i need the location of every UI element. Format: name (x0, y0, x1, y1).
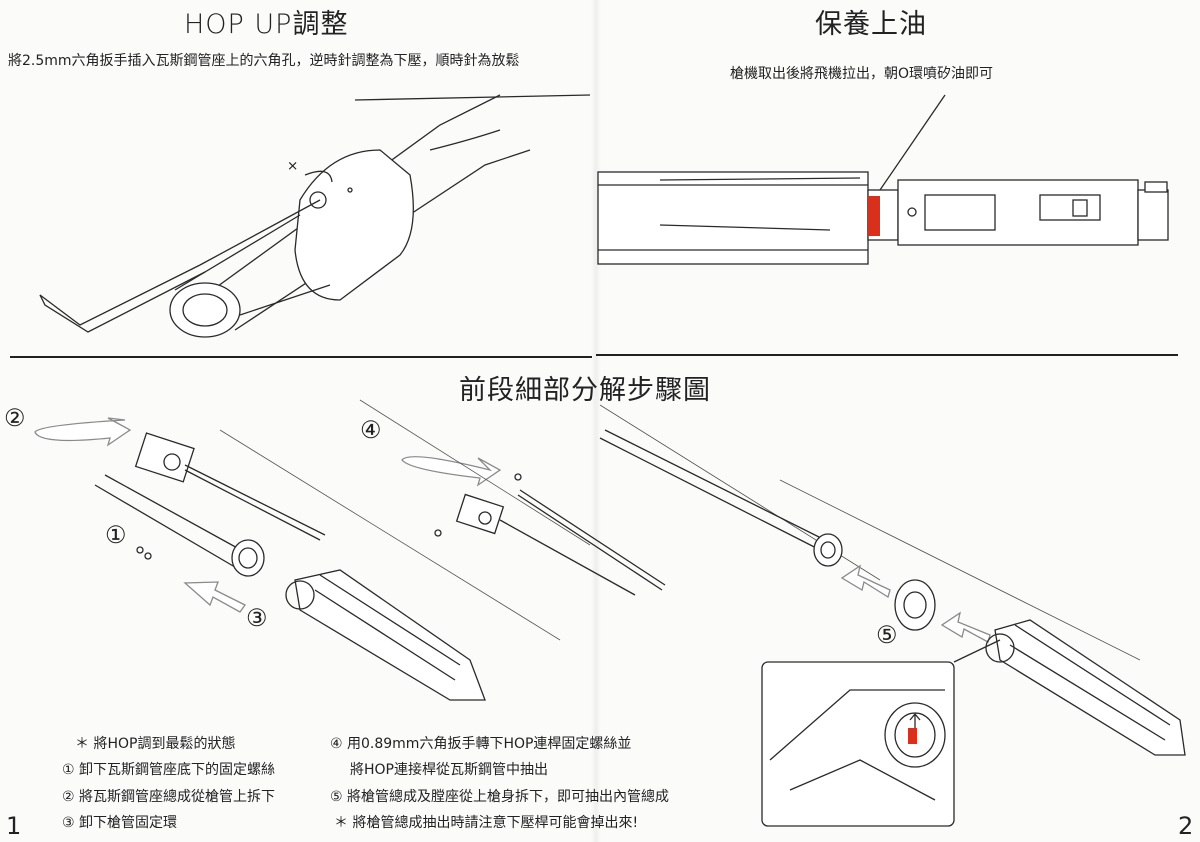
page-number-right: 2 (1178, 812, 1194, 840)
detail-inset (761, 639, 1001, 827)
step-marker-4: ④ (360, 416, 382, 444)
maintenance-title: 保養上油 (815, 9, 927, 40)
section-divider-right (596, 354, 1178, 356)
step-4-text: ④ 用0.89mm六角扳手轉下HOP連桿固定螺絲並 (330, 736, 632, 752)
step-3-text: ③ 卸下槍管固定環 (62, 815, 178, 831)
disassembly-title: 前段細部分解步驟圖 (459, 375, 711, 406)
o-ring-highlight (868, 196, 880, 236)
step-marker-2: ② (4, 404, 26, 432)
hex-wrench (39, 199, 321, 333)
step-note-loosen: ＊ 將HOP調到最鬆的狀態 (75, 736, 236, 752)
step2-gasblock-illustration (34, 417, 326, 541)
upper-receiver-left-illustration (285, 569, 486, 701)
outer-barrel-illustration (94, 474, 265, 613)
bolt-carrier-illustration (597, 94, 1169, 265)
section-divider-left (10, 356, 592, 358)
step-marker-1: ① (105, 521, 127, 549)
hop-title: HOP UP調整 (184, 9, 349, 40)
page-number-left: 1 (6, 812, 22, 840)
page-fold-shadow (591, 0, 601, 842)
step5-barrel-illustration (599, 429, 991, 643)
step-5-text: ⑤ 將槍管總成及膛座從上槍身拆下，即可抽出內管總成 (330, 789, 669, 805)
hop-x-mark: × (287, 158, 299, 174)
step-warning-text: ＊ 將槍管總成抽出時請注意下壓桿可能會掉出來! (334, 815, 639, 831)
step-marker-5: ⑤ (876, 621, 898, 649)
hop-barrel-illustration (169, 94, 591, 338)
step4-rod-illustration (401, 456, 666, 596)
maintenance-instruction: 槍機取出後將飛機拉出，朝O環噴矽油即可 (730, 66, 994, 82)
upper-receiver-right-illustration (985, 619, 1186, 756)
hop-instruction: 將2.5mm六角扳手插入瓦斯鋼管座上的六角孔，逆時針調整為下壓，順時針為放鬆 (8, 53, 520, 69)
step-4-text-cont: 將HOP連接桿從瓦斯鋼管中抽出 (350, 762, 548, 778)
step-1-text: ① 卸下瓦斯鋼管座底下的固定螺絲 (62, 762, 276, 778)
step-2-text: ② 將瓦斯鋼管座總成從槍管上拆下 (62, 789, 276, 805)
step-marker-3: ③ (246, 604, 268, 632)
